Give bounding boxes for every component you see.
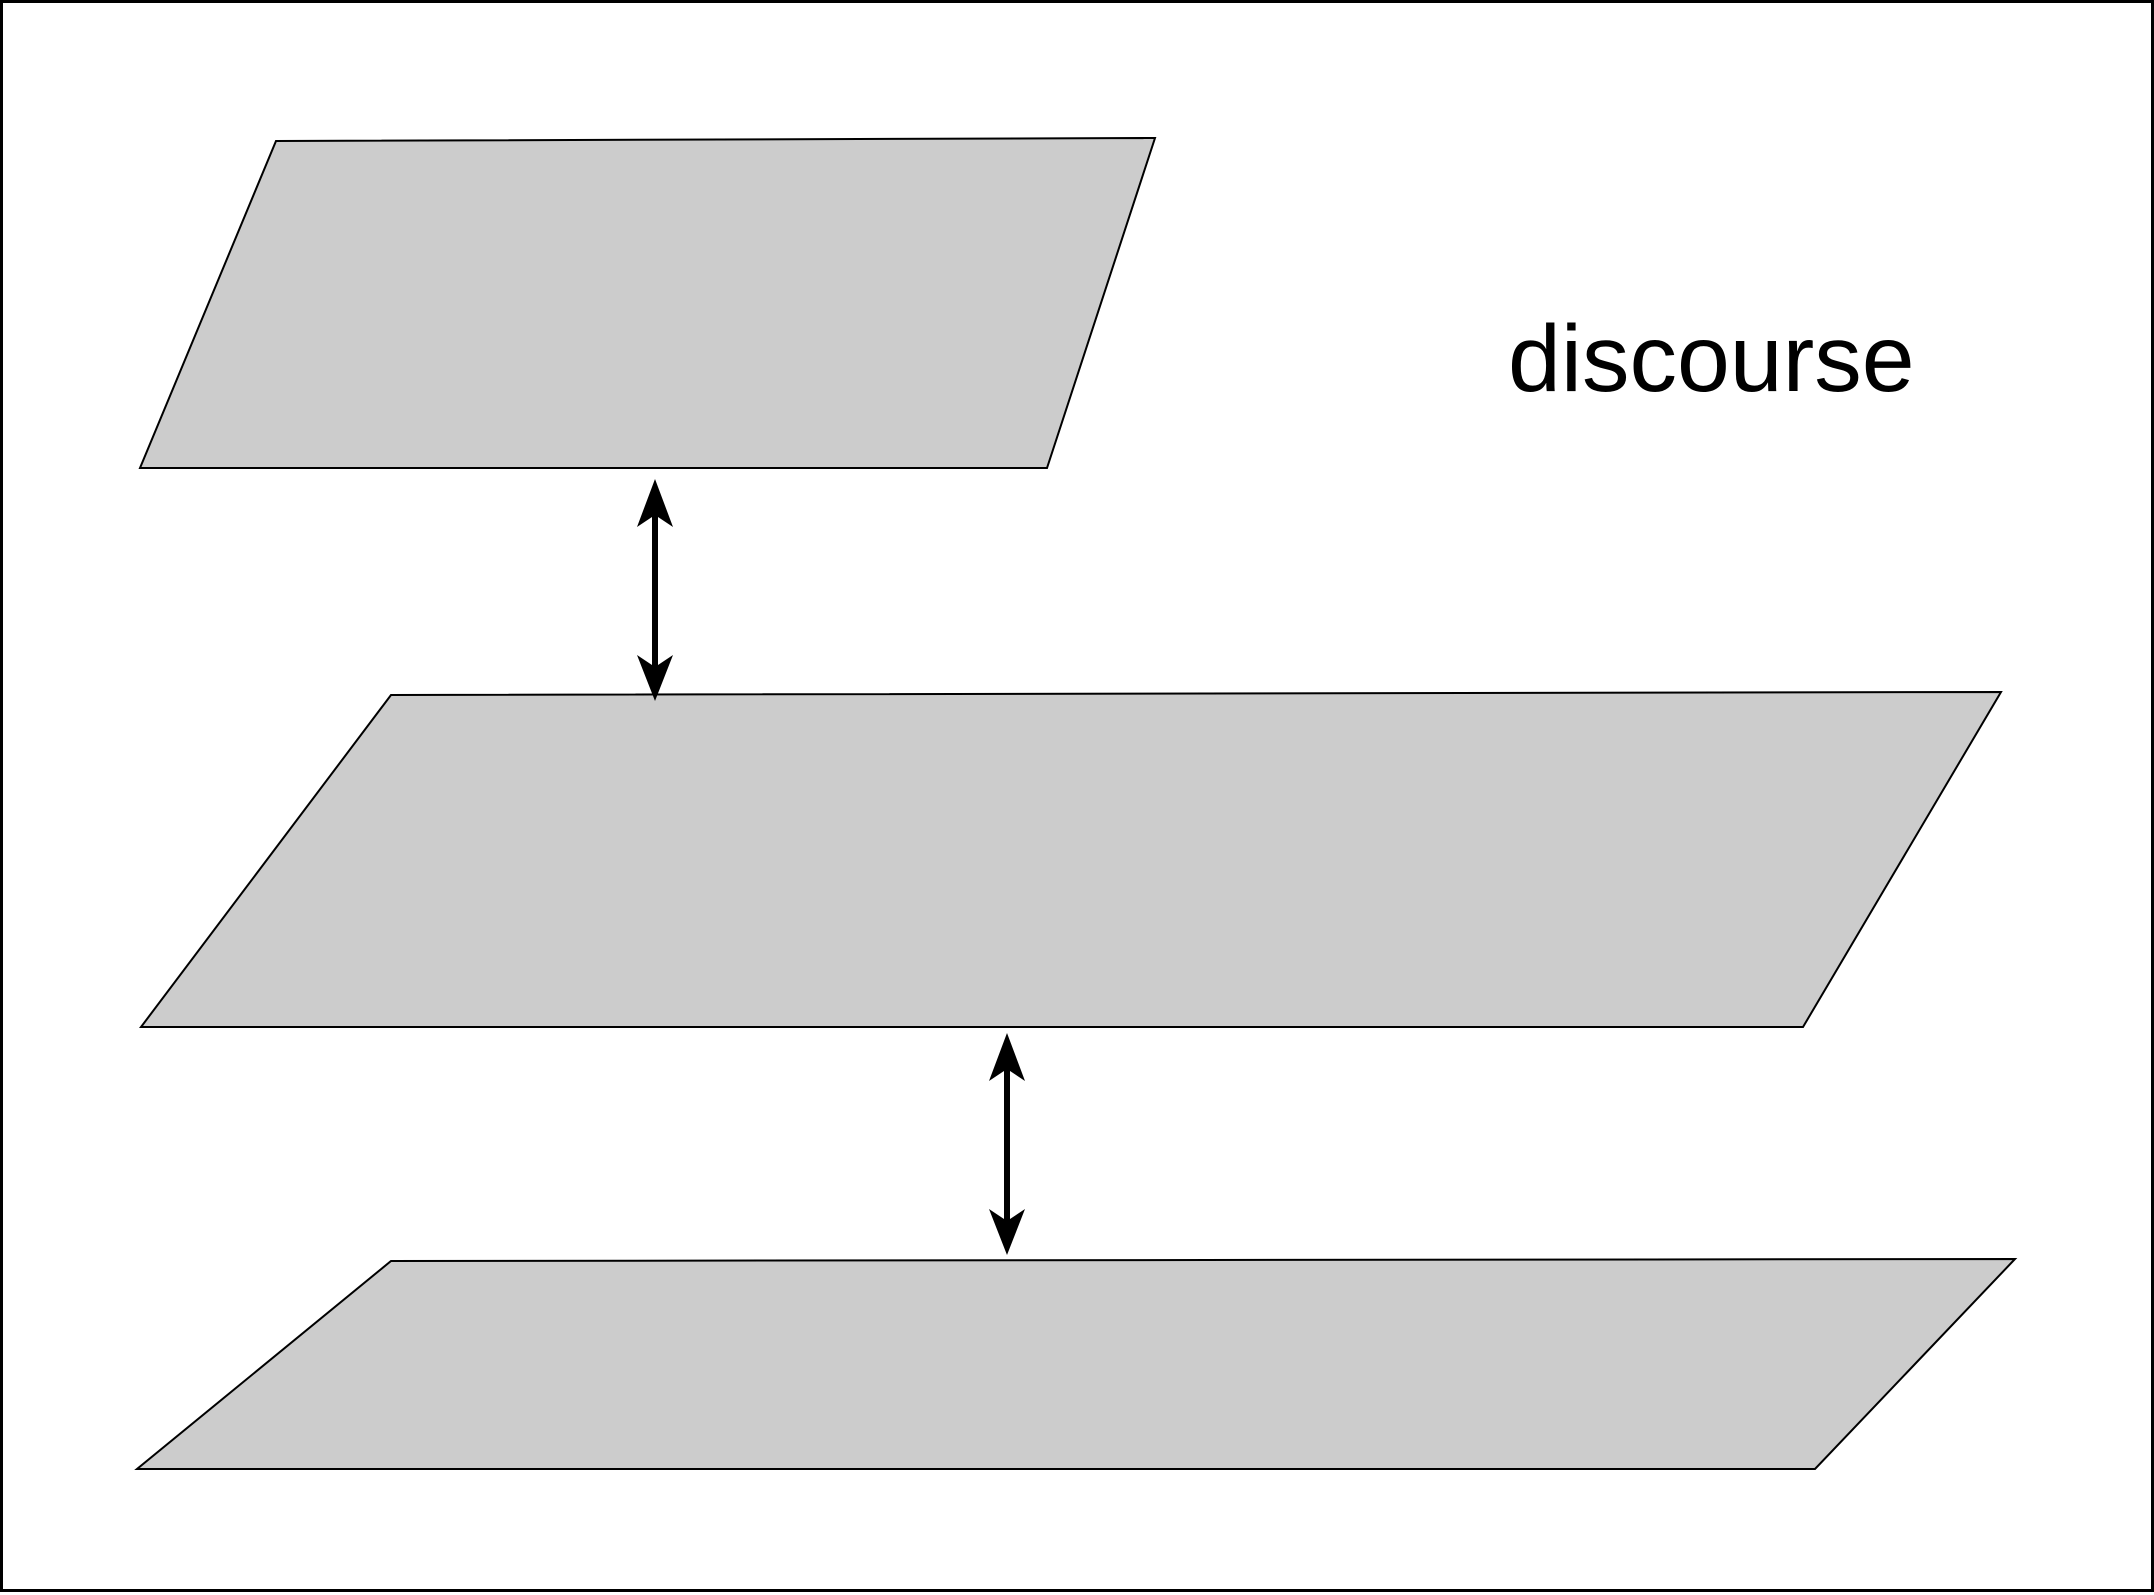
layer-diagram: discourse	[134, 136, 2018, 1470]
connector-middle-bottom	[989, 1033, 1025, 1255]
layer-label: discourse	[1508, 306, 1915, 412]
arrow-down-icon	[637, 655, 673, 701]
arrow-up-icon	[989, 1033, 1025, 1081]
connector-top-middle	[637, 479, 673, 701]
plane-top	[138, 136, 1157, 469]
arrow-down-icon	[989, 1209, 1025, 1255]
plane-middle	[138, 690, 2003, 1028]
plane-bottom	[134, 1257, 2018, 1470]
arrow-up-icon	[637, 479, 673, 527]
